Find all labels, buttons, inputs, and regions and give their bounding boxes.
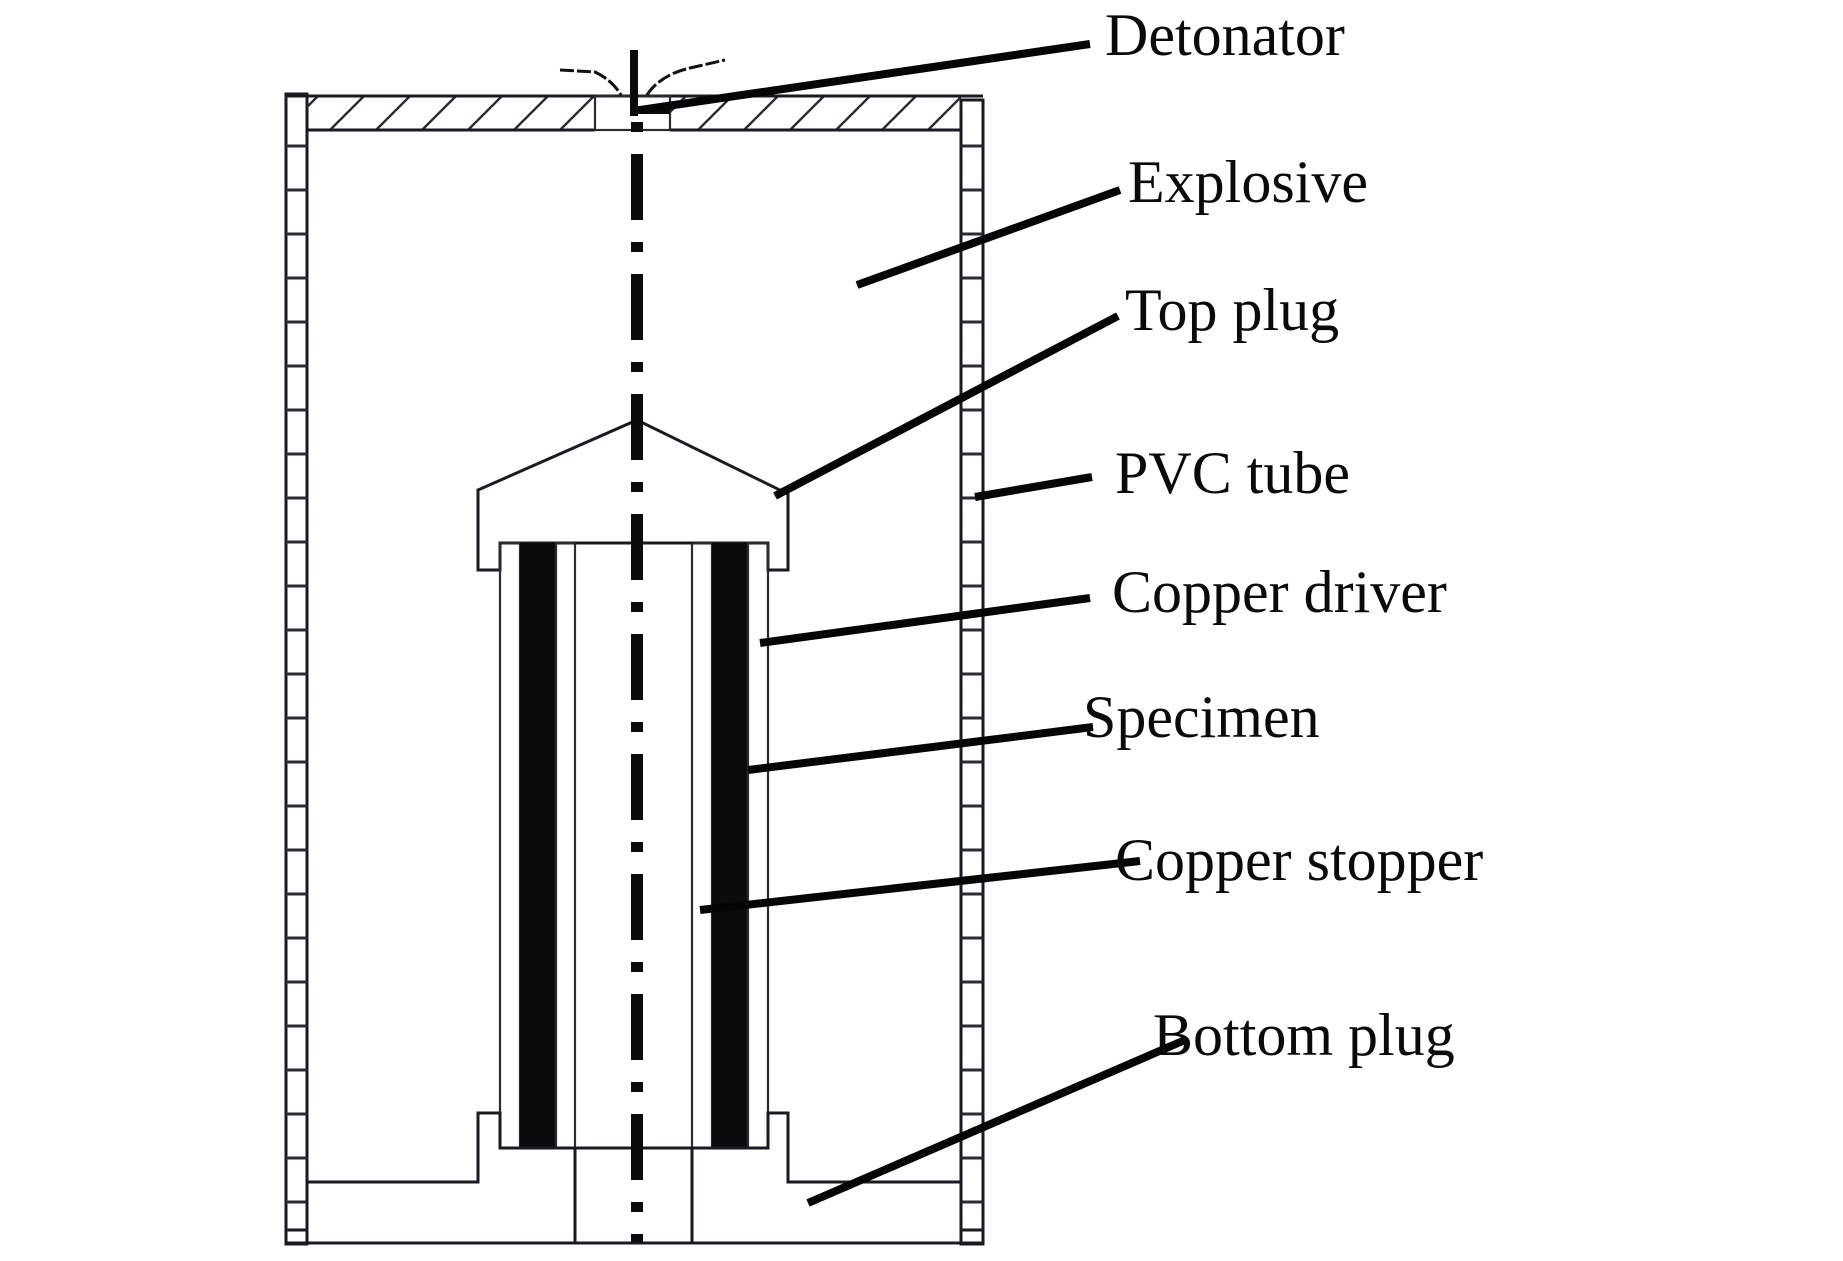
- right-sleeve: [690, 541, 770, 1150]
- centerline-segment: [631, 274, 643, 340]
- centerline-segment: [631, 1234, 643, 1242]
- leader-copper-driver: [759, 594, 1091, 647]
- label-pvc-tube: PVC tube: [1115, 440, 1350, 506]
- leader-copper-stopper: [699, 857, 1141, 914]
- centerline-segment: [631, 242, 643, 252]
- axis-centerline: [631, 122, 643, 1242]
- centerline-segment: [631, 754, 643, 820]
- copper-driver-left: [498, 541, 522, 1150]
- centerline-segment: [631, 602, 643, 612]
- centerline-segment: [631, 1202, 643, 1212]
- copper-driver-right: [746, 541, 770, 1150]
- leader-pvc-tube: [974, 473, 1093, 501]
- centerline-segment: [631, 842, 643, 852]
- label-copper-stopper: Copper stopper: [1115, 827, 1483, 893]
- centerline-segment: [631, 994, 643, 1060]
- centerline-segment: [631, 874, 643, 940]
- left-sleeve: [498, 541, 577, 1150]
- pvc-tube-ticks: [286, 144, 983, 1204]
- copper-stopper-left: [554, 541, 577, 1150]
- label-explosive: Explosive: [1128, 149, 1368, 215]
- label-specimen: Specimen: [1083, 684, 1320, 750]
- top-cap: [286, 94, 983, 132]
- top-cap-left: [307, 96, 595, 130]
- detonator-pin: [630, 50, 638, 116]
- centerline-segment: [631, 634, 643, 700]
- centerline-segment: [631, 1114, 643, 1180]
- detonator-wire-right: [645, 58, 726, 96]
- centerline-segment: [631, 962, 643, 972]
- leader-specimen: [747, 723, 1094, 774]
- leader-top-plug: [773, 312, 1120, 500]
- leader-detonator: [639, 40, 1091, 114]
- label-detonator: Detonator: [1105, 2, 1345, 68]
- label-bottom-plug: Bottom plug: [1153, 1002, 1455, 1068]
- copper-stopper-right: [690, 541, 714, 1150]
- centerline-segment: [631, 394, 643, 460]
- detonator-wire-left: [559, 68, 623, 96]
- centerline-segment: [631, 154, 643, 220]
- leader-lines: [639, 40, 1187, 1207]
- centerline-segment: [631, 362, 643, 372]
- centerline-segment: [631, 482, 643, 492]
- leader-explosive: [855, 186, 1122, 289]
- bottom-plug-right: [690, 1111, 985, 1245]
- centerline-segment: [631, 722, 643, 732]
- centerline-segment: [631, 514, 643, 580]
- labels: Detonator Explosive Top plug PVC tube Co…: [1083, 2, 1483, 1068]
- specimen-left: [520, 543, 556, 1148]
- centerline-segment: [631, 122, 643, 132]
- label-top-plug: Top plug: [1125, 277, 1339, 343]
- pvc-tube-right-wall: [959, 98, 985, 1246]
- specimen-right: [712, 543, 748, 1148]
- label-copper-driver: Copper driver: [1112, 559, 1447, 625]
- centerline-segment: [631, 1082, 643, 1092]
- leader-bottom-plug: [806, 1036, 1187, 1207]
